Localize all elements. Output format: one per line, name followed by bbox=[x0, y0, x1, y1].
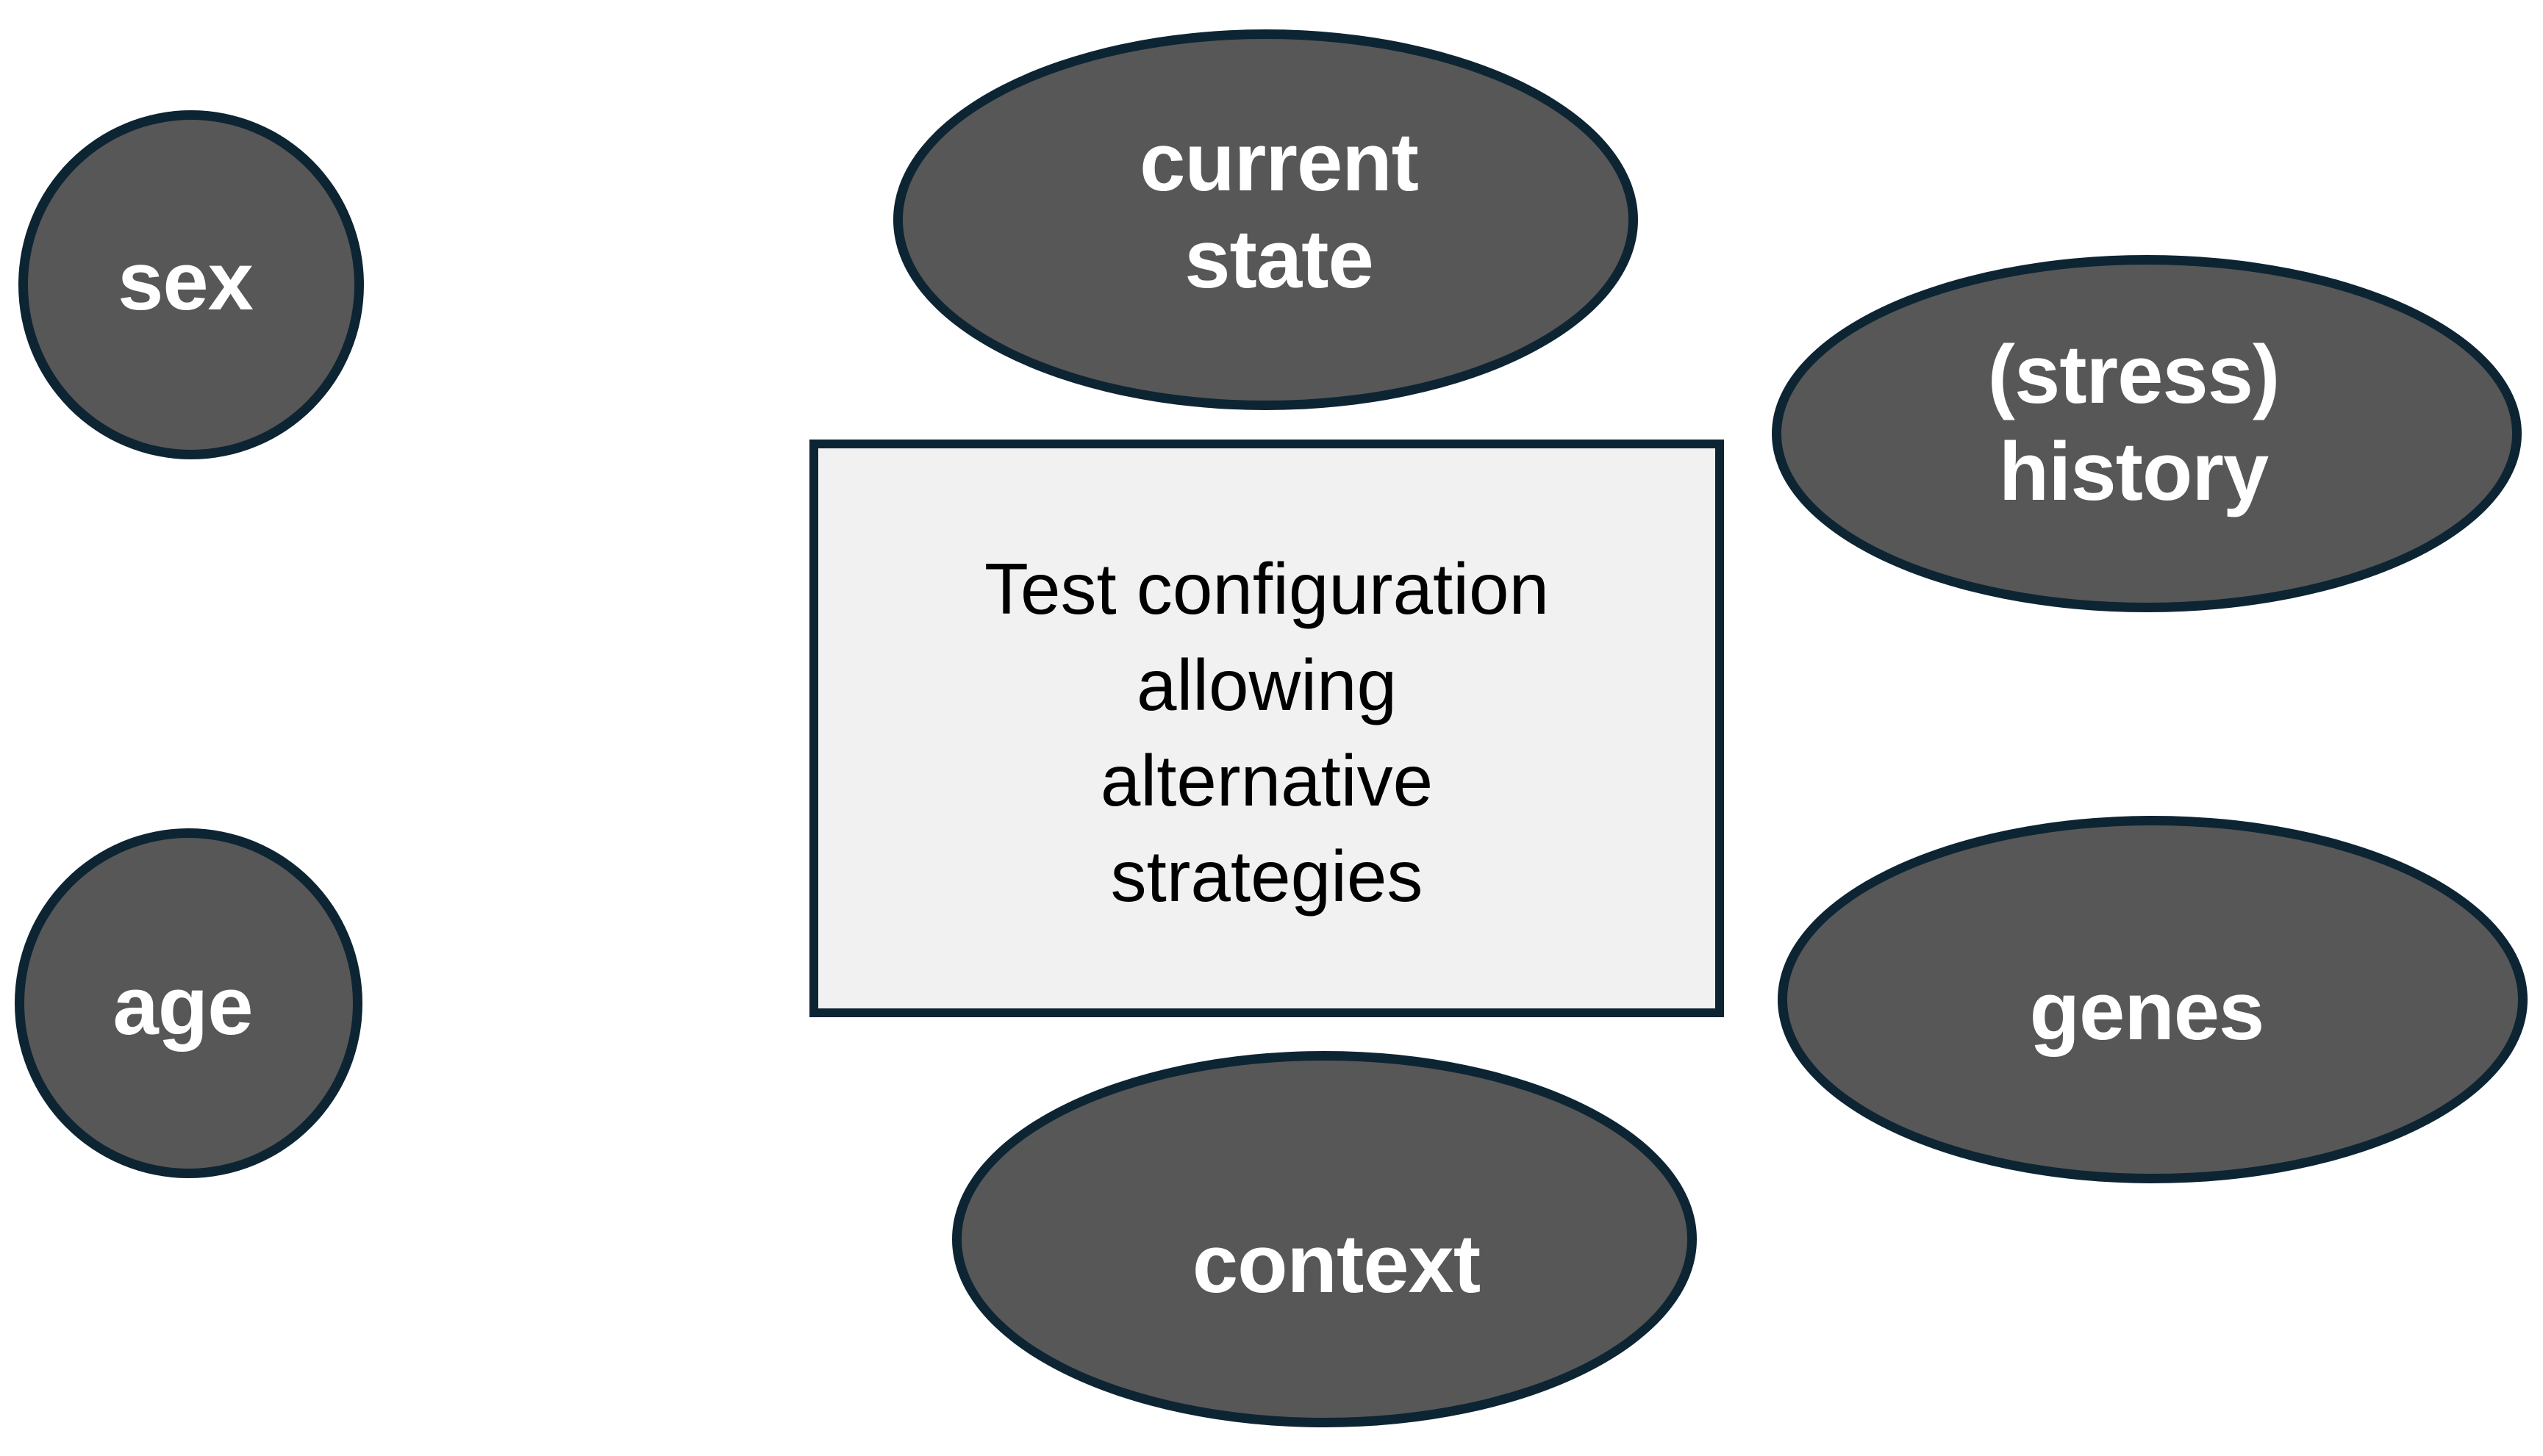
center-box: Test configuration allowing alternative … bbox=[809, 440, 1724, 1017]
node-genes: genes bbox=[1778, 816, 2528, 1183]
node-context: context bbox=[952, 1051, 1697, 1427]
node-sex: sex bbox=[18, 110, 364, 459]
node-current-state: current state bbox=[893, 29, 1638, 410]
node-current-state-label: current state bbox=[1140, 115, 1419, 305]
center-box-label: Test configuration allowing alternative … bbox=[984, 548, 1550, 917]
node-age: age bbox=[15, 828, 362, 1178]
node-sex-label: sex bbox=[118, 235, 254, 328]
node-genes-label: genes bbox=[2029, 964, 2265, 1057]
node-stress-history: (stress) history bbox=[1772, 255, 2522, 612]
node-age-label: age bbox=[112, 959, 254, 1052]
node-stress-history-label: (stress) history bbox=[1987, 328, 2281, 517]
node-context-label: context bbox=[1192, 1217, 1481, 1310]
